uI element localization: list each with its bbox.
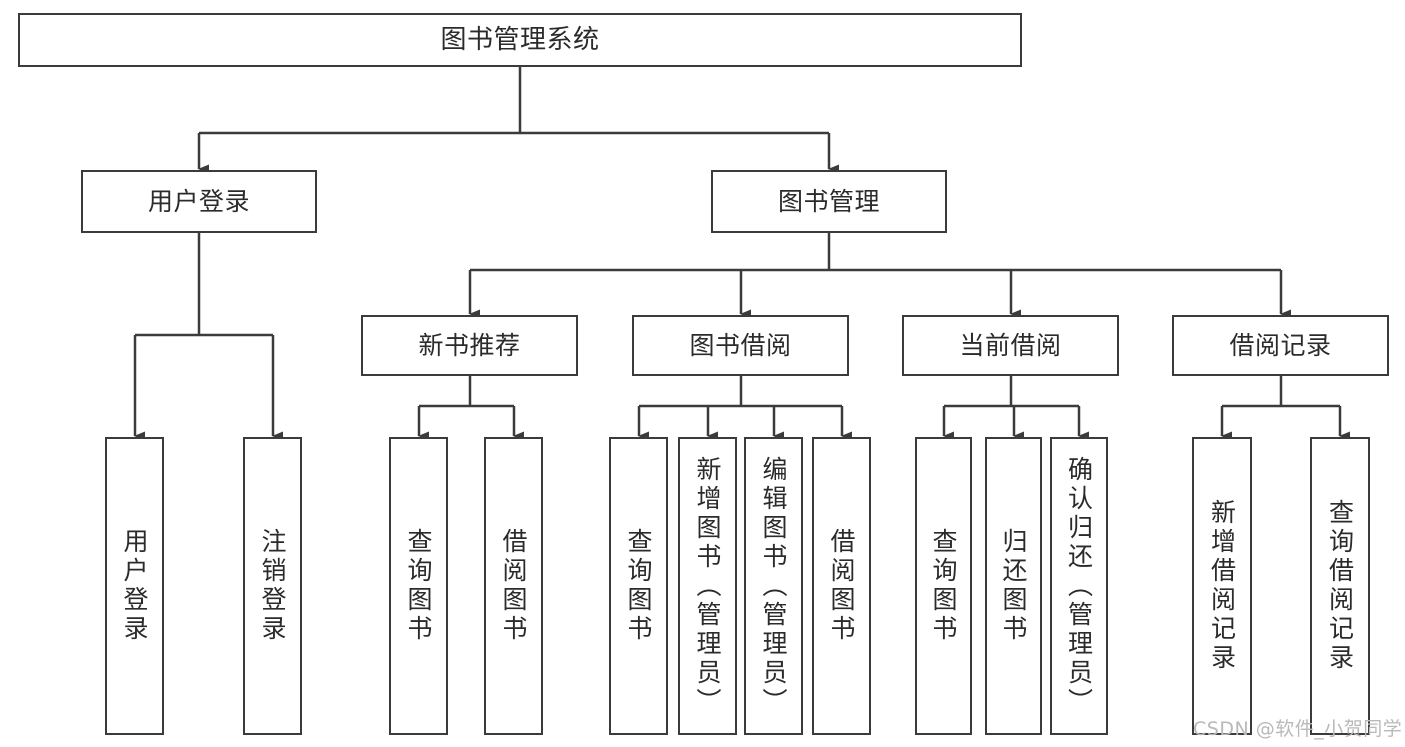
node-current[interactable]: 当前借阅 [902,315,1119,376]
node-root[interactable]: 图书管理系统 [18,13,1022,67]
node-label: 借阅图书 [827,528,856,644]
node-leaf9[interactable]: 查询图书 [915,437,972,735]
watermark: CSDN @软件_小贺同学 [1193,718,1403,740]
node-label: 图书借阅 [689,331,792,360]
node-leaf10[interactable]: 归还图书 [985,437,1042,735]
node-label: 图书管理系统 [440,24,600,55]
node-label: 用户登录 [147,187,250,216]
node-label: 查询借阅记录 [1325,499,1355,673]
node-leaf3[interactable]: 查询图书 [389,437,448,735]
node-leaf5[interactable]: 查询图书 [609,437,668,735]
node-leaf11[interactable]: 确认归还（管理员） [1050,437,1108,735]
node-label: 借阅图书 [499,528,528,644]
node-label: 查询图书 [624,528,653,644]
node-leaf6[interactable]: 新增图书（管理员） [678,437,737,735]
node-label: 编辑图书（管理员） [759,455,788,717]
node-label: 确认归还（管理员） [1064,455,1094,717]
node-label: 用户登录 [120,528,149,644]
node-label: 新增借阅记录 [1207,499,1237,673]
node-leaf8[interactable]: 借阅图书 [812,437,871,735]
node-records[interactable]: 借阅记录 [1172,315,1389,376]
node-bookmgmt[interactable]: 图书管理 [711,170,947,233]
node-leaf12[interactable]: 新增借阅记录 [1192,437,1252,735]
node-leaf7[interactable]: 编辑图书（管理员） [744,437,803,735]
node-leaf13[interactable]: 查询借阅记录 [1310,437,1370,735]
node-label: 归还图书 [999,528,1028,644]
node-leaf1[interactable]: 用户登录 [105,437,164,735]
node-label: 借阅记录 [1229,331,1332,360]
node-borrow[interactable]: 图书借阅 [632,315,849,376]
node-label: 注销登录 [258,528,287,644]
node-label: 当前借阅 [959,331,1062,360]
node-login[interactable]: 用户登录 [81,170,317,233]
node-leaf4[interactable]: 借阅图书 [484,437,543,735]
node-label: 查询图书 [404,528,433,644]
node-leaf2[interactable]: 注销登录 [243,437,302,735]
node-label: 图书管理 [777,187,880,216]
node-label: 查询图书 [929,528,958,644]
node-label: 新增图书（管理员） [693,455,722,717]
node-label: 新书推荐 [418,331,521,360]
node-newbooks[interactable]: 新书推荐 [361,315,578,376]
